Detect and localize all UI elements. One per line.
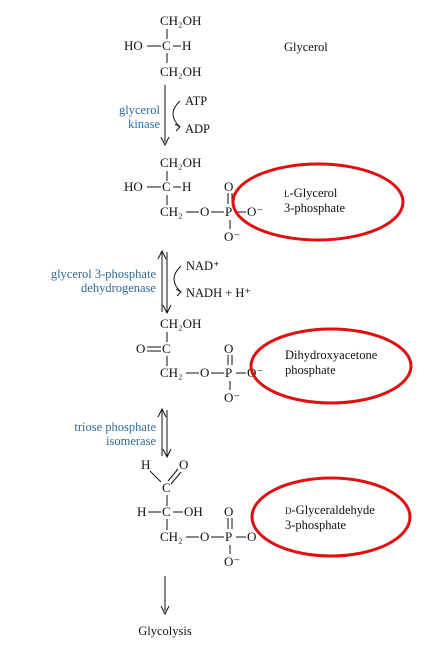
gap-c1: C bbox=[162, 480, 171, 495]
gap-h: H bbox=[137, 504, 146, 519]
gap-o-ald: O bbox=[179, 457, 188, 472]
step-to-glycolysis: Glycolysis bbox=[138, 576, 192, 638]
g3p-c: C bbox=[162, 179, 171, 194]
reaction-arrowhead bbox=[160, 136, 170, 147]
gap-name-main: -Glyceraldehyde bbox=[292, 503, 376, 517]
g3p-structure: CH₂OH HO C H CH₂ O P O O⁻ O⁻ L-Glycerol … bbox=[124, 155, 405, 244]
glycerol-c: C bbox=[162, 38, 171, 53]
highlight-circle bbox=[250, 476, 412, 558]
cofactor-atp: ATP bbox=[185, 94, 207, 108]
double-bond bbox=[170, 471, 182, 485]
dhap-p: P bbox=[225, 365, 232, 380]
glycerol-ch2oh-bottom: CH₂OH bbox=[160, 64, 201, 79]
cofactor-nadh: NADH + H⁺ bbox=[186, 286, 251, 300]
enzyme-label: triose phosphate bbox=[74, 420, 156, 434]
cofactor-arrowhead bbox=[175, 288, 182, 297]
dhap-name-line1: Dihydroxyacetone bbox=[285, 348, 378, 362]
gap-name-prefix: D bbox=[285, 506, 292, 516]
dhap-ch2: CH₂ bbox=[160, 365, 183, 380]
gap-o-bottom: O⁻ bbox=[224, 554, 240, 569]
highlight-circle bbox=[231, 162, 405, 242]
gap-name-line2: 3-phosphate bbox=[285, 518, 347, 532]
reaction-arrowhead bbox=[157, 407, 167, 418]
cofactor-arrowhead bbox=[174, 123, 181, 132]
dhap-structure: CH₂OH O C CH₂ O P O O⁻ O⁻ Dihydroxyaceto… bbox=[136, 316, 413, 405]
dhap-o-keto: O bbox=[136, 341, 145, 356]
glycolysis-label: Glycolysis bbox=[138, 624, 192, 638]
dhap-o-bottom: O⁻ bbox=[224, 390, 240, 405]
gap-h-ald: H bbox=[141, 457, 150, 472]
enzyme-label: glycerol 3-phosphate bbox=[51, 267, 157, 281]
dhap-name-line2: phosphate bbox=[285, 363, 336, 377]
gap-o-right: O bbox=[247, 529, 256, 544]
gap-oh: OH bbox=[184, 504, 203, 519]
cofactor-curve bbox=[172, 100, 181, 128]
enzyme-label: kinase bbox=[128, 117, 160, 131]
glycerol-ch2oh-top: CH₂OH bbox=[160, 13, 201, 28]
reaction-arrowhead bbox=[157, 249, 167, 260]
gap-ch2: CH₂ bbox=[160, 529, 183, 544]
glycerol-structure: CH₂OH HO C H CH₂OH Glycerol bbox=[124, 13, 328, 79]
dhap-o-link: O bbox=[200, 365, 209, 380]
cofactor-adp: ADP bbox=[185, 122, 210, 136]
gap-p: P bbox=[225, 529, 232, 544]
g3p-name-prefix: L bbox=[284, 189, 290, 199]
g3p-o-right: O⁻ bbox=[247, 204, 263, 219]
enzyme-label: dehydrogenase bbox=[81, 281, 156, 295]
step-triose-phosphate-isomerase: triose phosphate isomerase bbox=[74, 407, 172, 459]
g3p-ch2oh: CH₂OH bbox=[160, 155, 201, 170]
enzyme-label: glycerol bbox=[119, 103, 160, 117]
gap-o-link: O bbox=[200, 529, 209, 544]
reaction-arrowhead bbox=[162, 448, 172, 459]
bond bbox=[149, 470, 162, 483]
g3p-o-bottom: O⁻ bbox=[224, 229, 240, 244]
highlight-circle bbox=[249, 327, 413, 405]
glycerol-h: H bbox=[182, 38, 191, 53]
gap-structure: H O C H C OH CH₂ O P O O O⁻ D-Glyceralde… bbox=[137, 457, 412, 569]
g3p-name-main: -Glycerol bbox=[290, 186, 338, 200]
g3p-h: H bbox=[182, 179, 191, 194]
g3p-ho: HO bbox=[124, 179, 143, 194]
double-bond bbox=[167, 468, 179, 482]
dhap-c: C bbox=[162, 341, 171, 356]
step-glycerol-kinase: glycerol kinase ATP ADP bbox=[119, 85, 210, 147]
glycerol-ho: HO bbox=[124, 38, 143, 53]
reaction-arrowhead bbox=[162, 304, 172, 315]
g3p-o-top: O bbox=[224, 179, 233, 194]
gap-c2: C bbox=[162, 504, 171, 519]
g3p-o-link: O bbox=[200, 204, 209, 219]
gap-o-top: O bbox=[224, 504, 233, 519]
g3p-ch2: CH₂ bbox=[160, 204, 183, 219]
g3p-name: L-Glycerol bbox=[284, 186, 338, 200]
enzyme-label: isomerase bbox=[106, 434, 156, 448]
cofactor-nad: NAD⁺ bbox=[186, 259, 220, 273]
g3p-name-line2: 3-phosphate bbox=[284, 201, 346, 215]
reaction-arrowhead bbox=[160, 605, 170, 616]
step-g3p-dehydrogenase: glycerol 3-phosphate dehydrogenase NAD⁺ … bbox=[51, 249, 251, 315]
dhap-ch2oh: CH₂OH bbox=[160, 316, 201, 331]
g3p-p: P bbox=[225, 204, 232, 219]
dhap-o-top: O bbox=[224, 341, 233, 356]
cofactor-curve bbox=[173, 265, 182, 293]
gap-name: D-Glyceraldehyde bbox=[285, 503, 375, 517]
glycerol-name: Glycerol bbox=[284, 40, 328, 54]
